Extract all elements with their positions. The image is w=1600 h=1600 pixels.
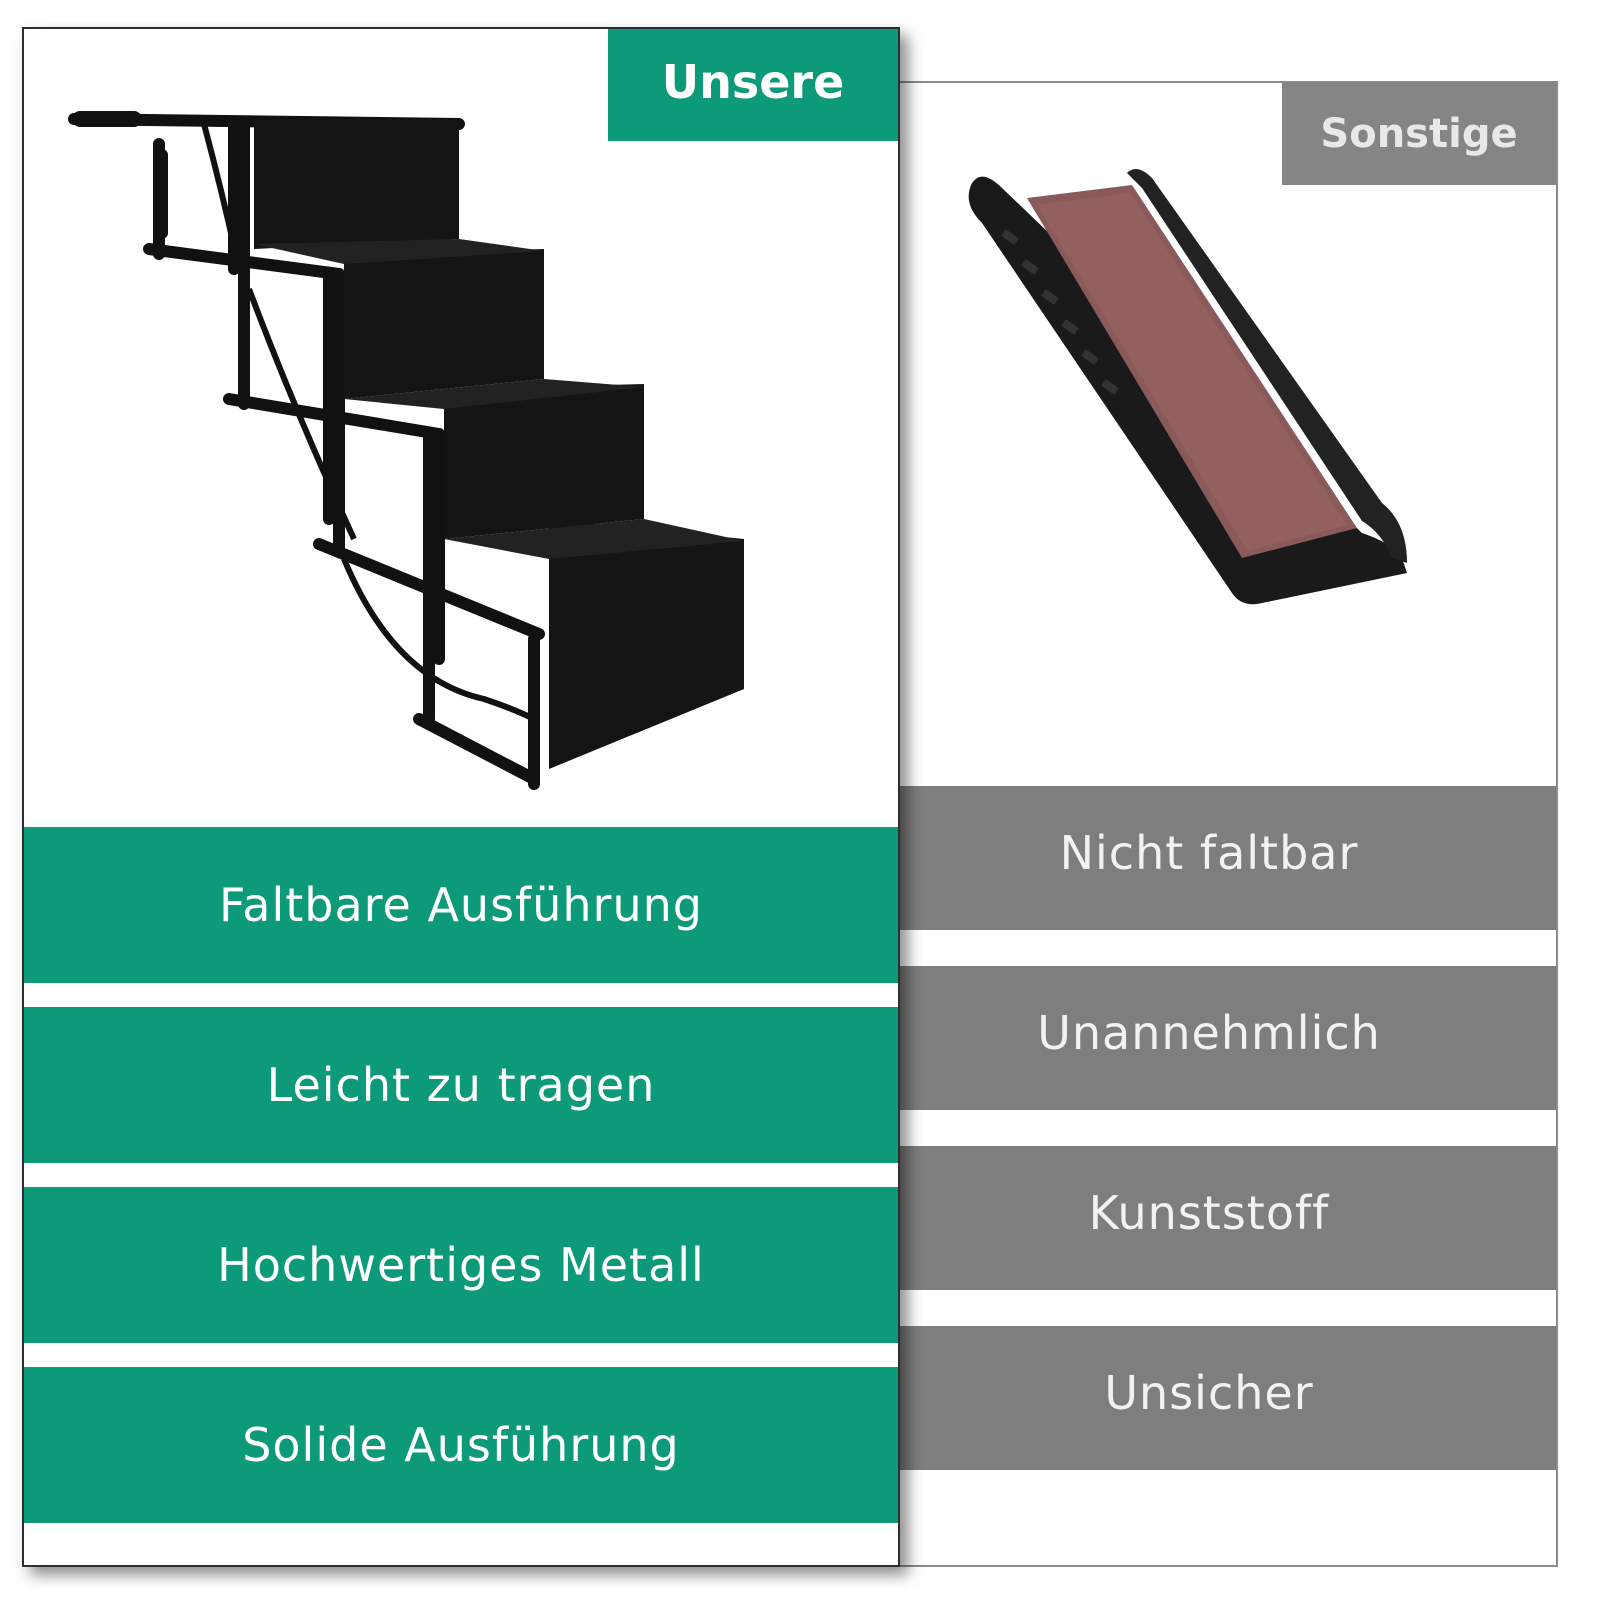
others-label: Sonstige [1282,83,1556,185]
ours-feature-2: Leicht zu tragen [24,1007,898,1163]
pet-stairs-image [68,111,744,790]
ours-panel: Unsere [22,27,900,1567]
ours-feature-1: Faltbare Ausführung [24,827,898,983]
others-feature-4: Unsicher [862,1326,1556,1470]
others-feature-2: Unannehmlich [862,966,1556,1110]
ours-label: Unsere [608,29,898,141]
pet-ramp-image [968,169,1407,605]
ours-feature-3: Hochwertiges Metall [24,1187,898,1343]
others-feature-3: Kunststoff [862,1146,1556,1290]
others-feature-1: Nicht faltbar [862,786,1556,930]
others-panel: Sonstige Nicht faltbar Unannehmlich Kuns… [860,81,1558,1567]
ours-feature-4: Solide Ausführung [24,1367,898,1523]
